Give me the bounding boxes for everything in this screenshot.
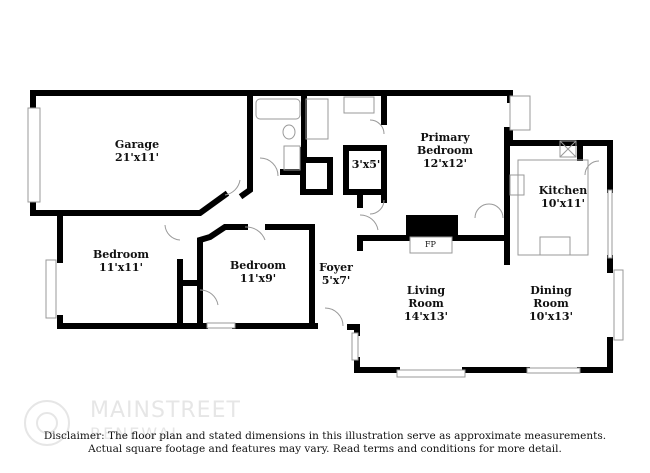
- logo-subtitle: RENEWAL: [90, 424, 183, 443]
- door-swing: [259, 157, 279, 177]
- wall-garage-right: [238, 93, 253, 200]
- wall-walkin-closet: [343, 145, 387, 195]
- window-dining-bottom: [526, 367, 581, 374]
- disclaimer-line-1: Disclaimer: The floor plan and stated di…: [43, 430, 607, 442]
- window-primary: [509, 95, 531, 131]
- fridge: [559, 140, 577, 158]
- wall-bed2-top-right: [265, 224, 315, 329]
- logo-name: MAINSTREET: [90, 398, 241, 423]
- door-swing: [359, 214, 379, 231]
- door-swing: [584, 160, 600, 176]
- door-swing: [244, 226, 266, 241]
- shower: [305, 98, 329, 140]
- fireplace-label: FP: [425, 240, 436, 249]
- door-swing: [369, 119, 385, 135]
- sink-hall: [283, 145, 301, 171]
- fixtures: [164, 96, 600, 327]
- disclaimer-line-2: Actual square footage and features may v…: [88, 443, 562, 455]
- wall-hall-closet: [300, 147, 333, 195]
- windows: [27, 95, 624, 378]
- wall-top: [30, 90, 513, 113]
- toilet: [282, 124, 296, 140]
- wall-bed2-left: [197, 224, 248, 323]
- wall-living-left: [347, 324, 360, 336]
- fireplace: [406, 215, 458, 235]
- sink-primary: [343, 96, 375, 114]
- wall-garage-bottom: [30, 190, 230, 216]
- door-swing: [224, 179, 241, 196]
- door-swing: [369, 199, 385, 215]
- fireplace-hearth: [409, 236, 453, 254]
- door-swing: [488, 203, 504, 219]
- stove: [509, 174, 525, 196]
- disclaimer: Disclaimer: The floor plan and stated di…: [0, 430, 650, 456]
- window-living: [396, 369, 466, 378]
- room-label-closet: 3'x5': [351, 158, 381, 171]
- window-living-left: [351, 332, 359, 361]
- window-kitchen: [607, 189, 613, 259]
- window-bed1: [45, 259, 57, 319]
- door-swing: [199, 289, 219, 306]
- bathtub: [255, 98, 301, 120]
- wall-hall-closet2: [302, 157, 333, 195]
- brand-logo: MAINSTREET RENEWAL: [22, 398, 272, 448]
- door-swing: [474, 203, 490, 219]
- door-swing: [164, 224, 181, 241]
- window-bed2: [206, 322, 236, 329]
- garage-door: [27, 107, 41, 203]
- door-swing: [324, 307, 344, 327]
- walls: [30, 90, 613, 373]
- window-dining: [613, 269, 624, 341]
- kitchen-sink: [539, 236, 571, 256]
